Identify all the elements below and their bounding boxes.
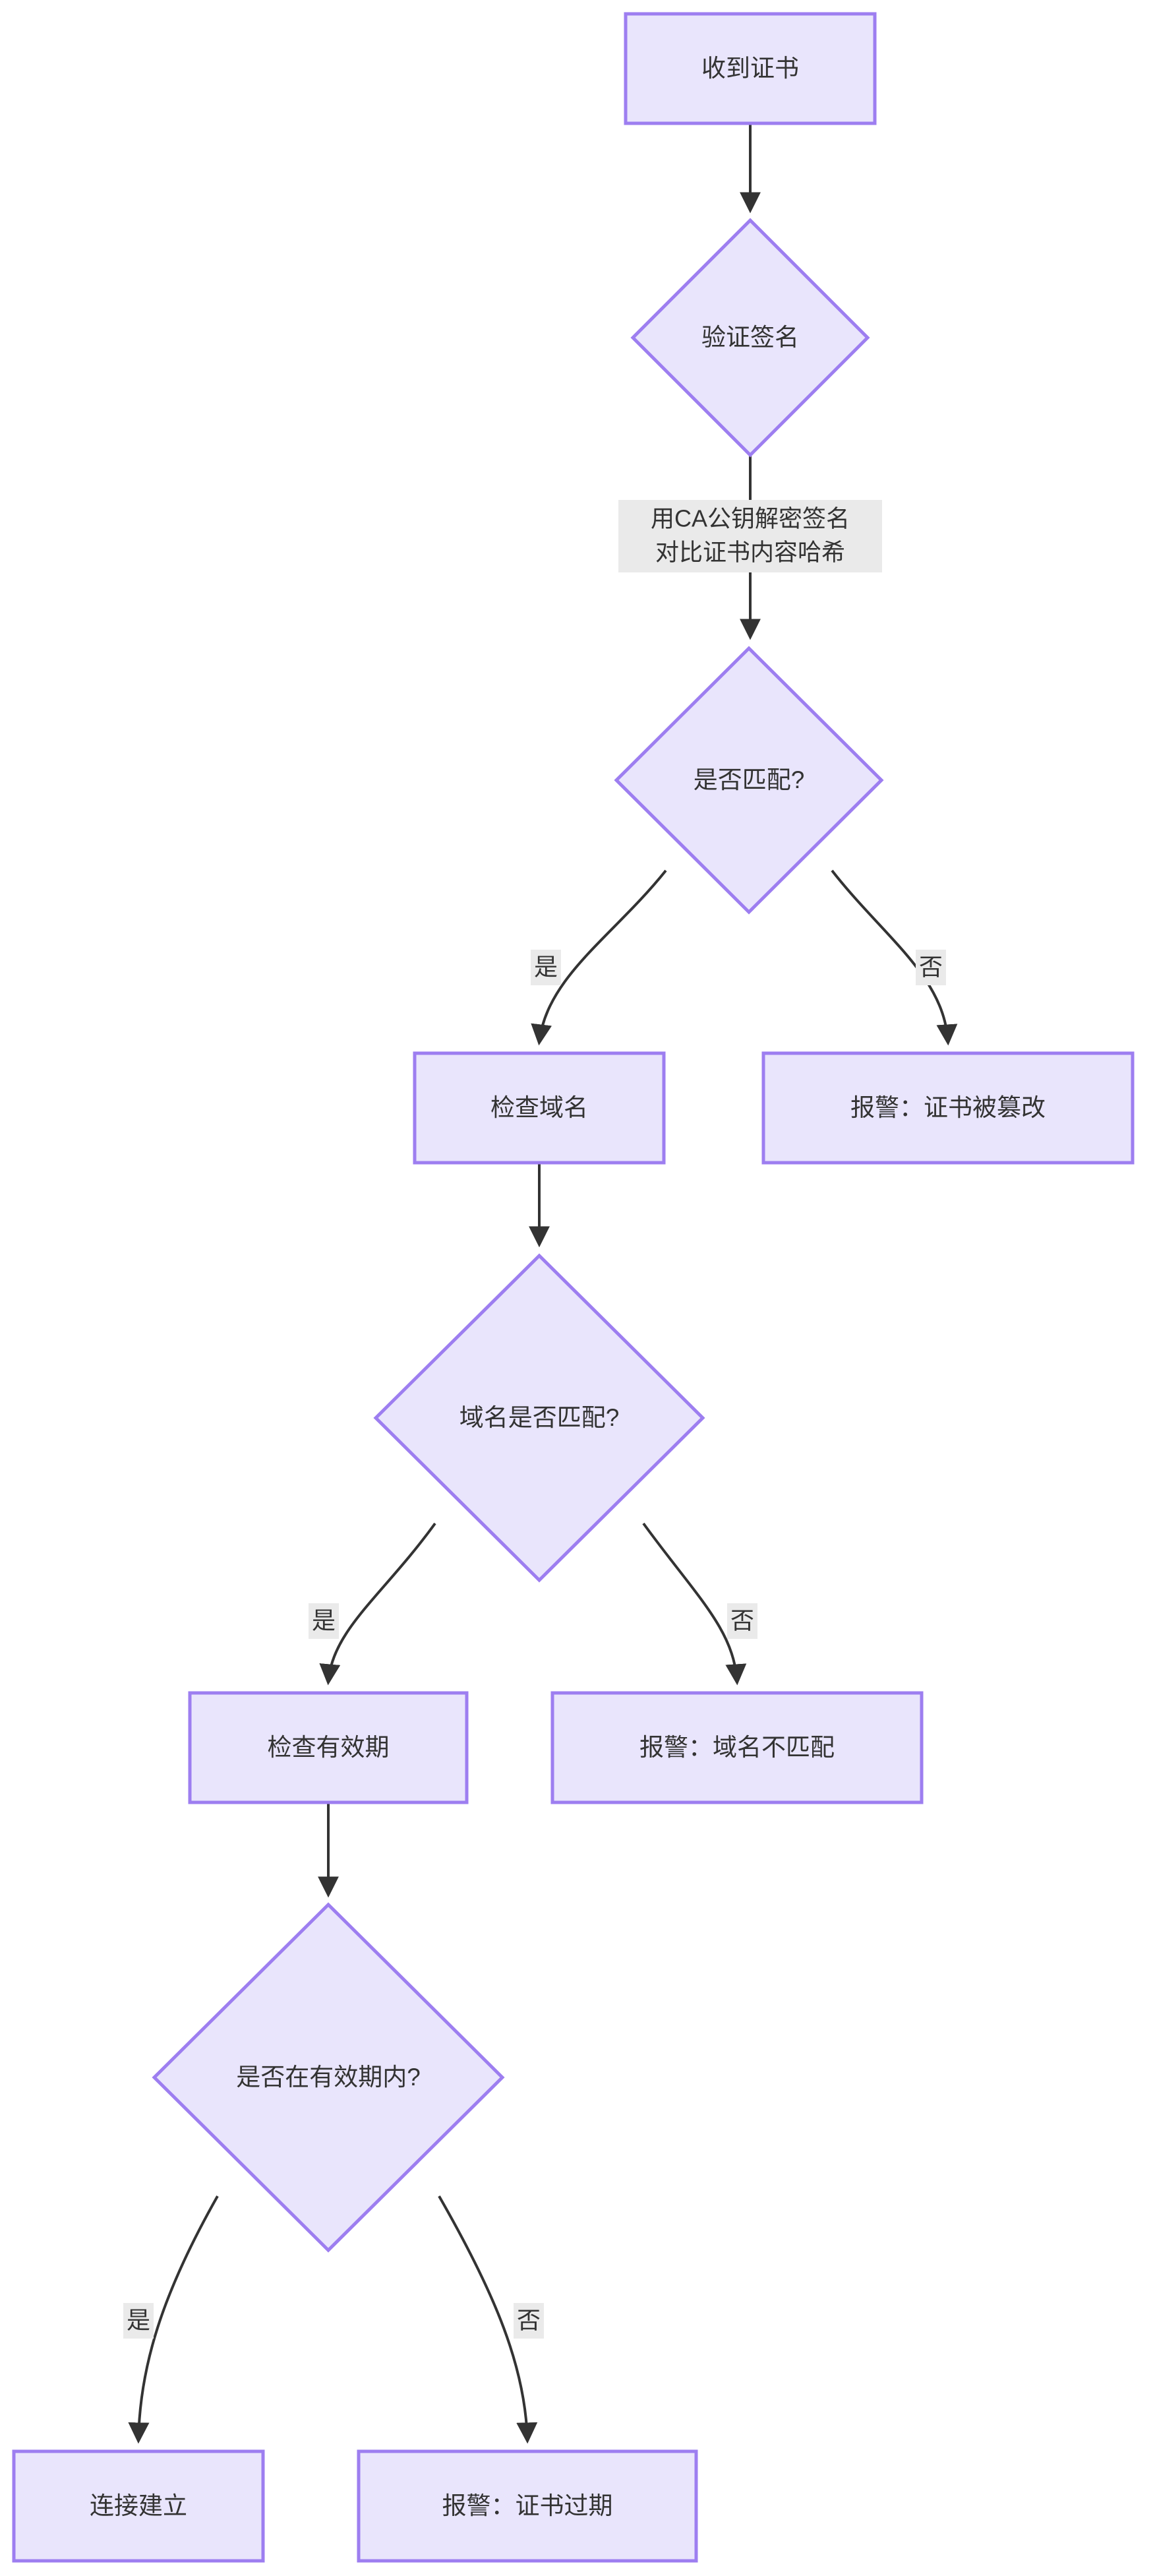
- node-layer: 收到证书 验证签名 是否匹配? 检查域名 报警：证书被篡改: [12, 12, 1135, 2563]
- edge-label-layer: 用CA公钥解密签名 对比证书内容哈希 是 否 是 否: [123, 500, 946, 2339]
- edge-label-expiry-no: 否: [514, 2303, 544, 2339]
- edge-label-domain-no: 否: [727, 1603, 757, 1639]
- node-label-check-validity-period: 检查有效期: [268, 1734, 390, 1761]
- edge-n6-n7: [319, 1522, 436, 1686]
- edge-n3-n5: [831, 869, 958, 1046]
- edge-layer: [128, 123, 958, 2444]
- node-label-within-validity-decision: 是否在有效期内?: [236, 2064, 421, 2091]
- node-within-validity-decision[interactable]: 是否在有效期内?: [152, 1902, 505, 2253]
- node-label-alert-certificate-tampered: 报警：证书被篡改: [850, 1094, 1046, 1121]
- edge-label-verify-detail-line1: 用CA公钥解密签名: [651, 505, 850, 532]
- node-label-verify-signature: 验证签名: [701, 324, 799, 351]
- edge-n9-n10: [128, 2195, 219, 2444]
- node-check-domain[interactable]: 检查域名: [413, 1051, 666, 1165]
- edge-label-match-no-text: 否: [919, 954, 943, 981]
- node-label-receive-certificate: 收到证书: [701, 55, 799, 82]
- node-alert-certificate-tampered[interactable]: 报警：证书被篡改: [761, 1051, 1135, 1165]
- edge-n3-n4: [531, 869, 667, 1046]
- node-alert-certificate-expired[interactable]: 报警：证书过期: [357, 2449, 698, 2563]
- edge-label-match-no: 否: [916, 950, 946, 985]
- edge-label-verify-detail-line2: 对比证书内容哈希: [655, 539, 845, 566]
- node-domain-match-decision[interactable]: 域名是否匹配?: [373, 1253, 705, 1583]
- node-label-connection-established: 连接建立: [90, 2492, 187, 2519]
- edge-label-domain-yes-text: 是: [312, 1607, 336, 1634]
- edge-label-match-yes: 是: [531, 950, 561, 985]
- node-alert-domain-mismatch[interactable]: 报警：域名不匹配: [550, 1691, 924, 1804]
- edge-label-domain-no-text: 否: [730, 1607, 754, 1634]
- node-label-signature-match-decision: 是否匹配?: [694, 766, 805, 793]
- edge-n9-n11: [438, 2195, 538, 2444]
- node-verify-signature[interactable]: 验证签名: [630, 218, 870, 458]
- edge-label-expiry-yes-text: 是: [127, 2307, 150, 2334]
- edge-label-match-yes-text: 是: [534, 954, 558, 981]
- edge-label-domain-yes: 是: [309, 1603, 339, 1639]
- edge-label-expiry-no-text: 否: [517, 2307, 541, 2334]
- node-label-alert-domain-mismatch: 报警：域名不匹配: [639, 1734, 835, 1761]
- node-check-validity-period[interactable]: 检查有效期: [188, 1691, 469, 1804]
- edge-n6-n8: [642, 1522, 747, 1686]
- node-receive-certificate[interactable]: 收到证书: [624, 12, 877, 125]
- edge-label-verify-detail: 用CA公钥解密签名 对比证书内容哈希: [618, 500, 882, 572]
- edge-label-expiry-yes: 是: [123, 2303, 154, 2339]
- node-label-alert-certificate-expired: 报警：证书过期: [442, 2492, 613, 2519]
- node-label-domain-match-decision: 域名是否匹配?: [459, 1404, 620, 1431]
- node-connection-established[interactable]: 连接建立: [12, 2449, 265, 2563]
- node-signature-match-decision[interactable]: 是否匹配?: [614, 646, 884, 915]
- node-label-check-domain: 检查域名: [490, 1094, 588, 1121]
